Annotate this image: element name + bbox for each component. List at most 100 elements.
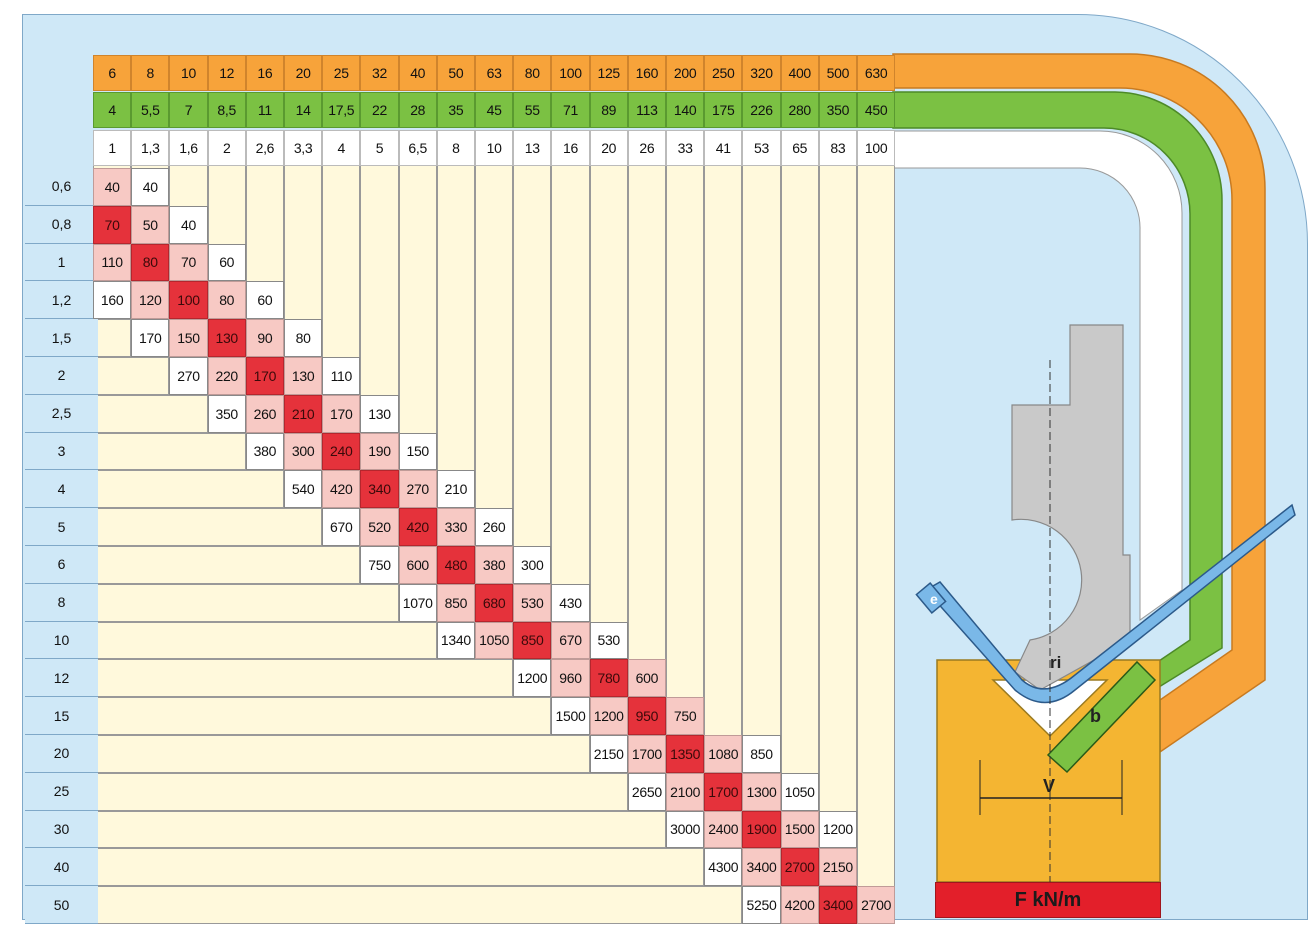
header-orange-cell: 125 [589,55,628,91]
value-cell: 110 [93,243,132,282]
header-green-cell: 350 [818,92,857,128]
value-cell: 680 [475,583,514,622]
value-cell: 1080 [704,735,743,773]
value-cell: 170 [131,319,170,357]
value-cell: 1050 [780,772,819,811]
header-white-cell: 4 [322,130,361,166]
value-cell: 600 [627,659,666,698]
header-green-cell: 45 [475,92,514,128]
value-cell: 300 [513,546,552,584]
value-cell: 260 [245,394,284,433]
header-white-cell: 1 [93,130,132,166]
value-cell: 260 [475,508,514,546]
value-cell: 5250 [742,886,781,924]
value-cell: 750 [360,546,399,584]
header-green-cell: 7 [169,92,208,128]
value-cell: 4300 [704,848,743,887]
row-label: 4 [25,470,98,509]
value-cell: 130 [284,357,323,395]
value-cell: 190 [360,432,399,471]
value-cell: 300 [284,432,323,471]
value-cell: 110 [322,357,361,395]
row-label: 6 [25,546,98,584]
header-green-cell: 55 [513,92,552,128]
header-white-cell: 100 [857,130,896,166]
header-orange-cell: 250 [704,55,743,91]
header-orange-cell: 400 [780,55,819,91]
value-cell: 3000 [666,810,705,849]
value-cell: 2400 [704,810,743,849]
value-cell: 1200 [818,810,857,849]
value-cell: 80 [131,243,170,282]
value-cell: 70 [93,205,132,244]
value-cell: 850 [513,621,552,660]
value-cell: 150 [169,319,208,357]
value-cell: 40 [169,205,208,244]
row-label: 2 [25,357,98,395]
value-cell: 2150 [589,735,628,773]
header-white-cell: 1,6 [169,130,208,166]
value-cell: 480 [436,546,475,584]
value-cell: 3400 [818,886,857,924]
value-cell: 50 [131,205,170,244]
row-band [93,583,399,622]
row-band [93,810,666,849]
row-band [93,508,323,546]
header-white-cell: 20 [589,130,628,166]
header-green-cell: 450 [857,92,896,128]
row-band [93,735,590,773]
white-band [892,130,1183,621]
header-orange-cell: 200 [666,55,705,91]
row-band [93,886,743,924]
value-cell: 330 [436,508,475,546]
value-cell: 780 [589,659,628,698]
header-green-cell: 28 [398,92,437,128]
value-cell: 70 [169,243,208,282]
value-cell: 1070 [398,583,437,622]
value-cell: 850 [742,735,781,773]
header-orange-cell: 8 [131,55,170,91]
row-label: 8 [25,583,98,622]
header-green-cell: 5,5 [131,92,170,128]
value-cell: 40 [131,168,170,206]
row-label: 0,6 [25,168,98,206]
header-green-cell: 14 [284,92,323,128]
header-white-cell: 3,3 [284,130,323,166]
value-cell: 150 [398,432,437,471]
header-orange-cell: 10 [169,55,208,91]
value-cell: 420 [322,470,361,509]
header-orange-cell: 16 [245,55,284,91]
value-cell: 40 [93,168,132,206]
value-cell: 1200 [589,697,628,735]
header-green-cell: 35 [436,92,475,128]
row-band [93,357,170,395]
row-label: 12 [25,659,98,698]
value-cell: 80 [207,281,246,320]
value-cell: 60 [207,243,246,282]
header-white-cell: 2,6 [245,130,284,166]
header-orange-cell: 25 [322,55,361,91]
row-band [93,470,284,509]
value-cell: 1700 [704,772,743,811]
header-white-cell: 41 [704,130,743,166]
header-green-cell: 4 [93,92,132,128]
header-orange-cell: 500 [818,55,857,91]
value-cell: 2700 [857,886,896,924]
header-green-cell: 140 [666,92,705,128]
value-cell: 270 [398,470,437,509]
value-cell: 2650 [627,772,666,811]
header-white-cell: 33 [666,130,705,166]
value-cell: 1500 [780,810,819,849]
header-white-cell: 5 [360,130,399,166]
value-cell: 4200 [780,886,819,924]
value-cell: 100 [169,281,208,320]
header-green-cell: 11 [245,92,284,128]
header-orange-cell: 50 [436,55,475,91]
value-cell: 1500 [551,697,590,735]
punch-tool [1011,324,1131,691]
header-orange-cell: 12 [207,55,246,91]
row-label: 15 [25,697,98,735]
value-cell: 130 [207,319,246,357]
header-orange-cell: 63 [475,55,514,91]
